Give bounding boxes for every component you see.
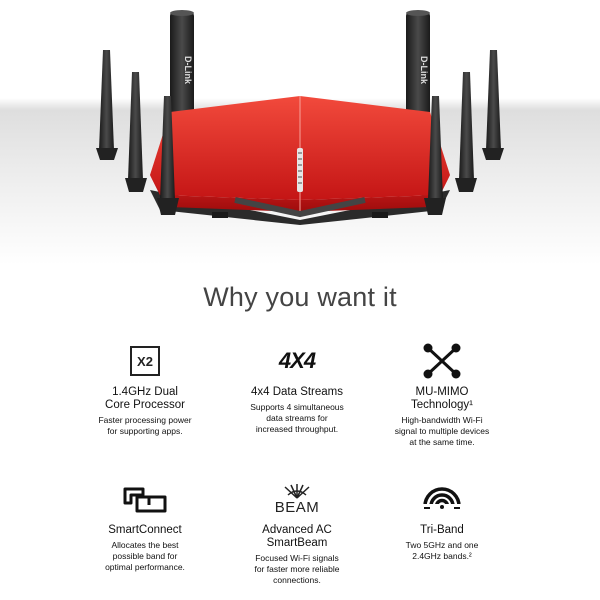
feature-title-line: 1.4GHz Dual — [112, 386, 178, 398]
section-heading: Why you want it — [203, 282, 397, 312]
feature-title-line: Technology¹ — [410, 399, 473, 411]
brand-logo-right: D-Link — [419, 56, 429, 85]
antenna-large-right: D-Link — [406, 10, 430, 120]
product-hero: D-Link D-Link — [0, 0, 600, 265]
feature-smartconnect: SmartConnect Allocates the best possible… — [70, 478, 220, 573]
feature-title-line: MU-MIMO — [415, 386, 469, 398]
feature-desc-line: Faster processing power — [98, 415, 192, 425]
feature-desc-line: Focused Wi-Fi signals — [255, 553, 339, 563]
feature-desc-line: increased throughput. — [255, 424, 339, 434]
antenna-back-left — [96, 50, 118, 160]
feature-desc-line: for faster more reliable — [254, 564, 340, 574]
feature-mu-mimo: MU-MIMO Technology¹ High-bandwidth Wi-Fi… — [367, 340, 517, 448]
feature-4x4-streams: 4X4 4x4 Data Streams Supports 4 simultan… — [222, 340, 372, 435]
feature-description: Faster processing power for supporting a… — [70, 415, 220, 437]
feature-description: Focused Wi-Fi signals for faster more re… — [222, 553, 372, 586]
feature-title-line: 4x4 Data Streams — [250, 386, 344, 398]
feature-desc-line: connections. — [273, 575, 321, 585]
feature-smartbeam: BEAM Advanced AC SmartBeam Focused Wi-Fi… — [222, 478, 372, 586]
feature-desc-line: signal to multiple devices — [394, 426, 490, 436]
feature-desc-line: 2.4GHz bands.² — [412, 551, 472, 561]
antenna-back-right — [482, 50, 504, 160]
feature-dual-core: X2 1.4GHz Dual Core Processor Faster pro… — [70, 340, 220, 437]
feature-desc-line: data streams for — [266, 413, 328, 423]
antenna-large-left: D-Link — [170, 10, 194, 120]
feature-description: High-bandwidth Wi-Fi signal to multiple … — [367, 415, 517, 448]
router-body — [150, 96, 450, 225]
feature-desc-line: possible band for — [112, 551, 178, 561]
antenna-mid-left — [125, 72, 147, 192]
tri-band-icon — [421, 487, 463, 514]
feature-title: Advanced AC SmartBeam — [222, 524, 372, 550]
feature-description: Supports 4 simultaneous data streams for… — [222, 402, 372, 435]
feature-title-line: Core Processor — [105, 399, 185, 411]
feature-desc-line: High-bandwidth Wi-Fi — [401, 415, 483, 425]
feature-title-line: Tri-Band — [420, 524, 464, 536]
antenna-front-right — [424, 96, 446, 215]
feature-desc-line: Two 5GHz and one — [405, 540, 479, 550]
router-image: D-Link D-Link — [96, 10, 504, 225]
4x4-icon: 4X4 — [278, 348, 316, 373]
antenna-mid-right — [455, 72, 477, 192]
feature-tri-band: Tri-Band Two 5GHz and one 2.4GHz bands.² — [367, 478, 517, 562]
feature-desc-line: Allocates the best — [111, 540, 179, 550]
feature-description: Allocates the best possible band for opt… — [70, 540, 220, 573]
feature-title: 4x4 Data Streams — [222, 386, 372, 399]
feature-title: MU-MIMO Technology¹ — [367, 386, 517, 412]
feature-desc-line: for supporting apps. — [107, 426, 183, 436]
beam-icon — [284, 483, 310, 499]
feature-title-line: Advanced AC — [262, 524, 332, 536]
beam-icon-text: BEAM — [274, 498, 320, 516]
feature-title-line: SmartConnect — [108, 524, 182, 536]
feature-description: Two 5GHz and one 2.4GHz bands.² — [367, 540, 517, 562]
brand-logo-left: D-Link — [183, 56, 193, 85]
feature-title-line: SmartBeam — [266, 537, 328, 549]
antenna-front-left — [157, 96, 179, 215]
feature-desc-line: Supports 4 simultaneous — [250, 402, 344, 412]
feature-desc-line: optimal performance. — [105, 562, 185, 572]
feature-title: 1.4GHz Dual Core Processor — [70, 386, 220, 412]
x2-chip-icon-text: X2 — [137, 353, 153, 369]
x2-chip-icon: X2 — [130, 346, 160, 376]
feature-title: Tri-Band — [367, 524, 517, 537]
feature-desc-line: at the same time. — [409, 437, 475, 447]
mu-mimo-icon — [423, 343, 461, 379]
smartconnect-icon — [123, 487, 167, 513]
feature-title: SmartConnect — [70, 524, 220, 537]
